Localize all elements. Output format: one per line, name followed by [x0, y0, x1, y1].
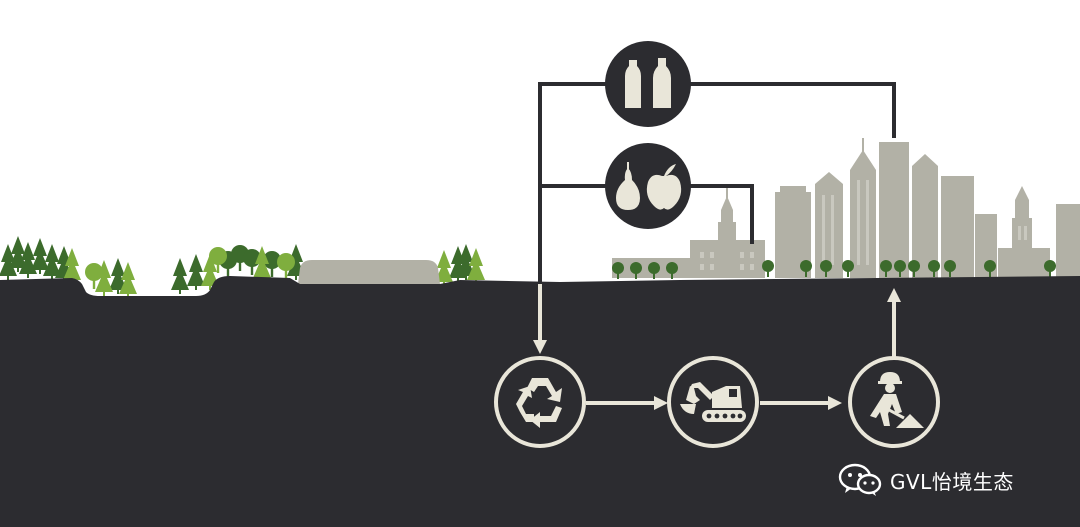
- watermark-text: GVL怡境生态: [890, 466, 1014, 495]
- wechat-logo-icon: [838, 463, 882, 497]
- bottles-icon: [605, 41, 691, 127]
- fruit-icon: [605, 143, 691, 229]
- watermark: GVL怡境生态: [838, 462, 1014, 498]
